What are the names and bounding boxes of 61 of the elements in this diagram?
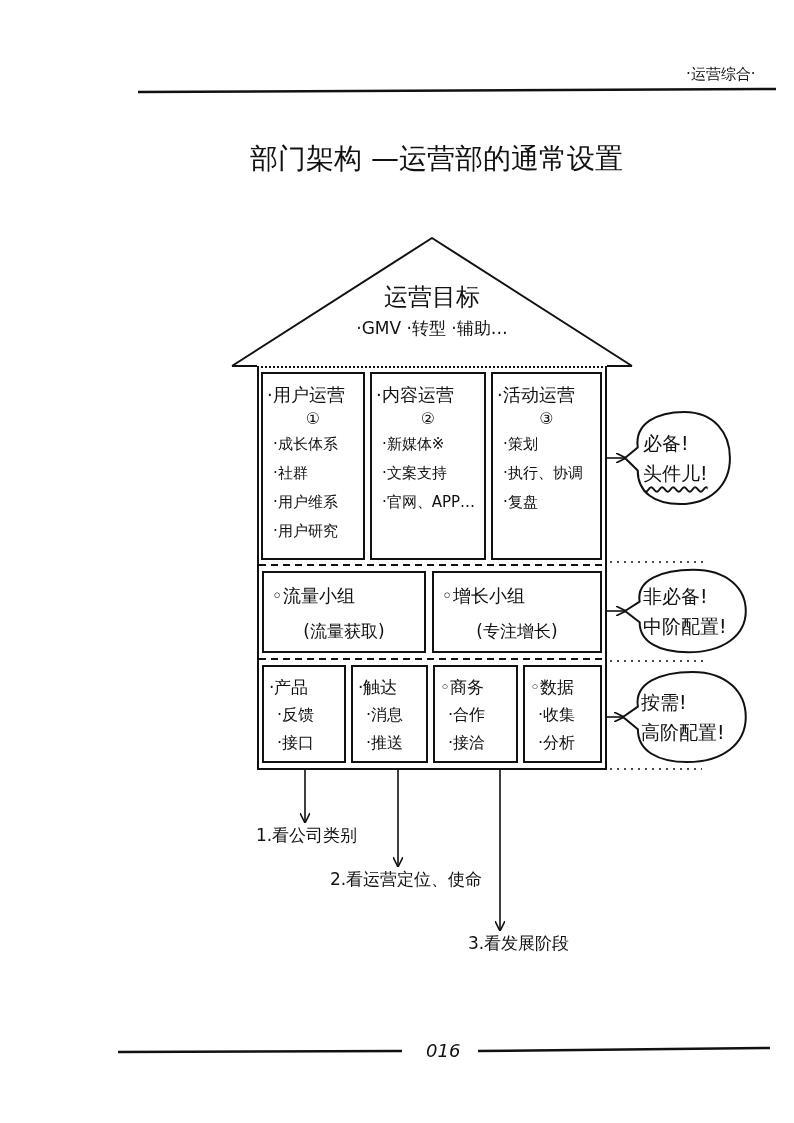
circled-number: ③ [539, 408, 554, 430]
list-item: ·收集 [537, 704, 577, 726]
department-panel [491, 372, 602, 560]
circled-number: ② [420, 408, 436, 430]
roof-heading: 运营目标 [384, 282, 480, 312]
section-heading: ◦数据 [530, 676, 576, 699]
bubble-text: 高阶配置! [641, 720, 726, 745]
bubble-text: 非必备! [643, 584, 709, 609]
list-item: ·文案支持 [381, 463, 448, 484]
house-body [257, 366, 607, 770]
list-item: ·社群 [272, 463, 309, 484]
bubble-text: 中阶配置! [643, 614, 728, 639]
list-item: ·官网、APP… [381, 492, 477, 513]
department-panel [261, 372, 365, 560]
list-item: ·消息 [365, 704, 405, 726]
function-panel [262, 665, 346, 763]
list-item: ·新媒体※ [381, 434, 446, 455]
list-item: ·用户研究 [272, 521, 339, 542]
section-heading: ◦增长小组 [442, 584, 526, 608]
bubble-text: 按需! [641, 690, 688, 715]
arrow [392, 769, 404, 868]
team-panel [432, 571, 602, 653]
list-item: ·反馈 [276, 704, 316, 726]
section-heading: ◦流量小组 [272, 584, 356, 608]
list-item: ·复盘 [502, 492, 539, 513]
criterion-text: 1.看公司类别 [256, 824, 359, 847]
department-panel [370, 372, 486, 560]
section-heading: ·活动运营 [497, 383, 576, 407]
section-heading: ◦商务 [440, 676, 486, 699]
section-note: (流量获取) [303, 620, 385, 643]
bubble-text: 必备! [643, 431, 690, 456]
section-heading: ·触达 [358, 676, 399, 699]
page-number: 016 [426, 1039, 461, 1063]
list-item: ·接洽 [447, 732, 487, 754]
arrow [606, 711, 625, 723]
team-panel [262, 571, 426, 653]
circled-number: ① [305, 408, 321, 430]
list-item: ·策划 [502, 434, 539, 455]
goal-list: ·GMV ·转型 ·辅助… [356, 316, 508, 340]
criterion-text: 2.看运营定位、使命 [330, 868, 484, 891]
function-panel [433, 665, 518, 763]
list-item: ·接口 [276, 732, 316, 754]
list-item: ·合作 [447, 704, 487, 726]
criterion-text: 3.看发展阶段 [468, 932, 571, 955]
arrow [299, 769, 311, 824]
page-title: 部门架构 —运营部的通常设置 [250, 141, 623, 177]
function-panel [351, 665, 428, 763]
list-item: ·用户维系 [272, 492, 339, 513]
list-item: ·成长体系 [272, 434, 339, 455]
arrow [606, 605, 627, 617]
arrow [494, 769, 506, 932]
section-note: (专注增长) [476, 620, 558, 643]
arrow [606, 452, 627, 464]
list-item: ·分析 [537, 732, 577, 754]
list-item: ·推送 [365, 732, 405, 754]
function-panel [523, 665, 602, 763]
running-header: ·运营综合· [686, 64, 756, 84]
section-heading: ·内容运营 [376, 383, 455, 407]
section-heading: ·产品 [269, 676, 310, 699]
list-item: ·执行、协调 [502, 463, 584, 484]
section-heading: ·用户运营 [267, 383, 346, 407]
